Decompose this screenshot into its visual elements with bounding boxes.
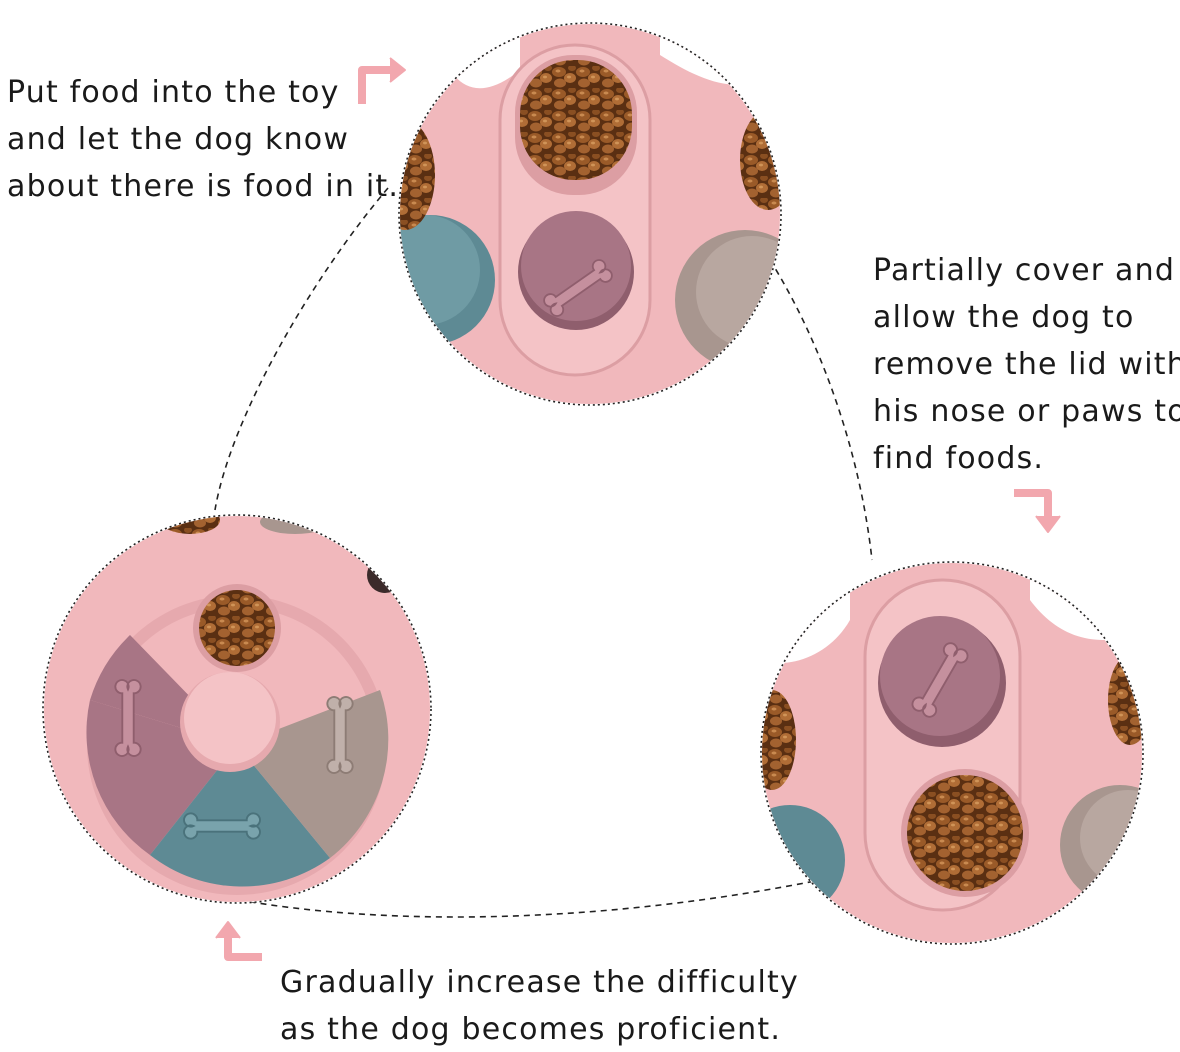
step2-toy-closeup: [760, 561, 1144, 945]
step3-toy-closeup: [42, 514, 432, 904]
caption-line: about there is food in it.: [7, 169, 400, 204]
curved-arrow-icon: [358, 57, 406, 104]
caption-line: as the dog becomes proficient.: [280, 1012, 782, 1047]
step1-caption: Put food into the toy and let the dog kn…: [7, 69, 399, 210]
caption-line: Put food into the toy: [7, 75, 340, 110]
connector-top-left: [214, 187, 389, 511]
caption-line: remove the lid with: [873, 347, 1180, 382]
connector-bottom: [227, 879, 821, 918]
curved-arrow-icon: [215, 921, 262, 961]
step1-toy-closeup: [398, 22, 782, 406]
caption-line: and let the dog know: [7, 122, 350, 157]
step2-caption: Partially cover and allow the dog to rem…: [873, 247, 1180, 482]
connector-top-right: [769, 259, 873, 561]
caption-line: his nose or paws to: [873, 394, 1180, 429]
caption-line: Partially cover and: [873, 253, 1176, 288]
caption-line: find foods.: [873, 441, 1045, 476]
caption-line: Gradually increase the difficulty: [280, 965, 799, 1000]
caption-line: allow the dog to: [873, 300, 1135, 335]
curved-arrow-icon: [1014, 489, 1061, 533]
step3-caption: Gradually increase the difficulty as the…: [280, 959, 799, 1052]
